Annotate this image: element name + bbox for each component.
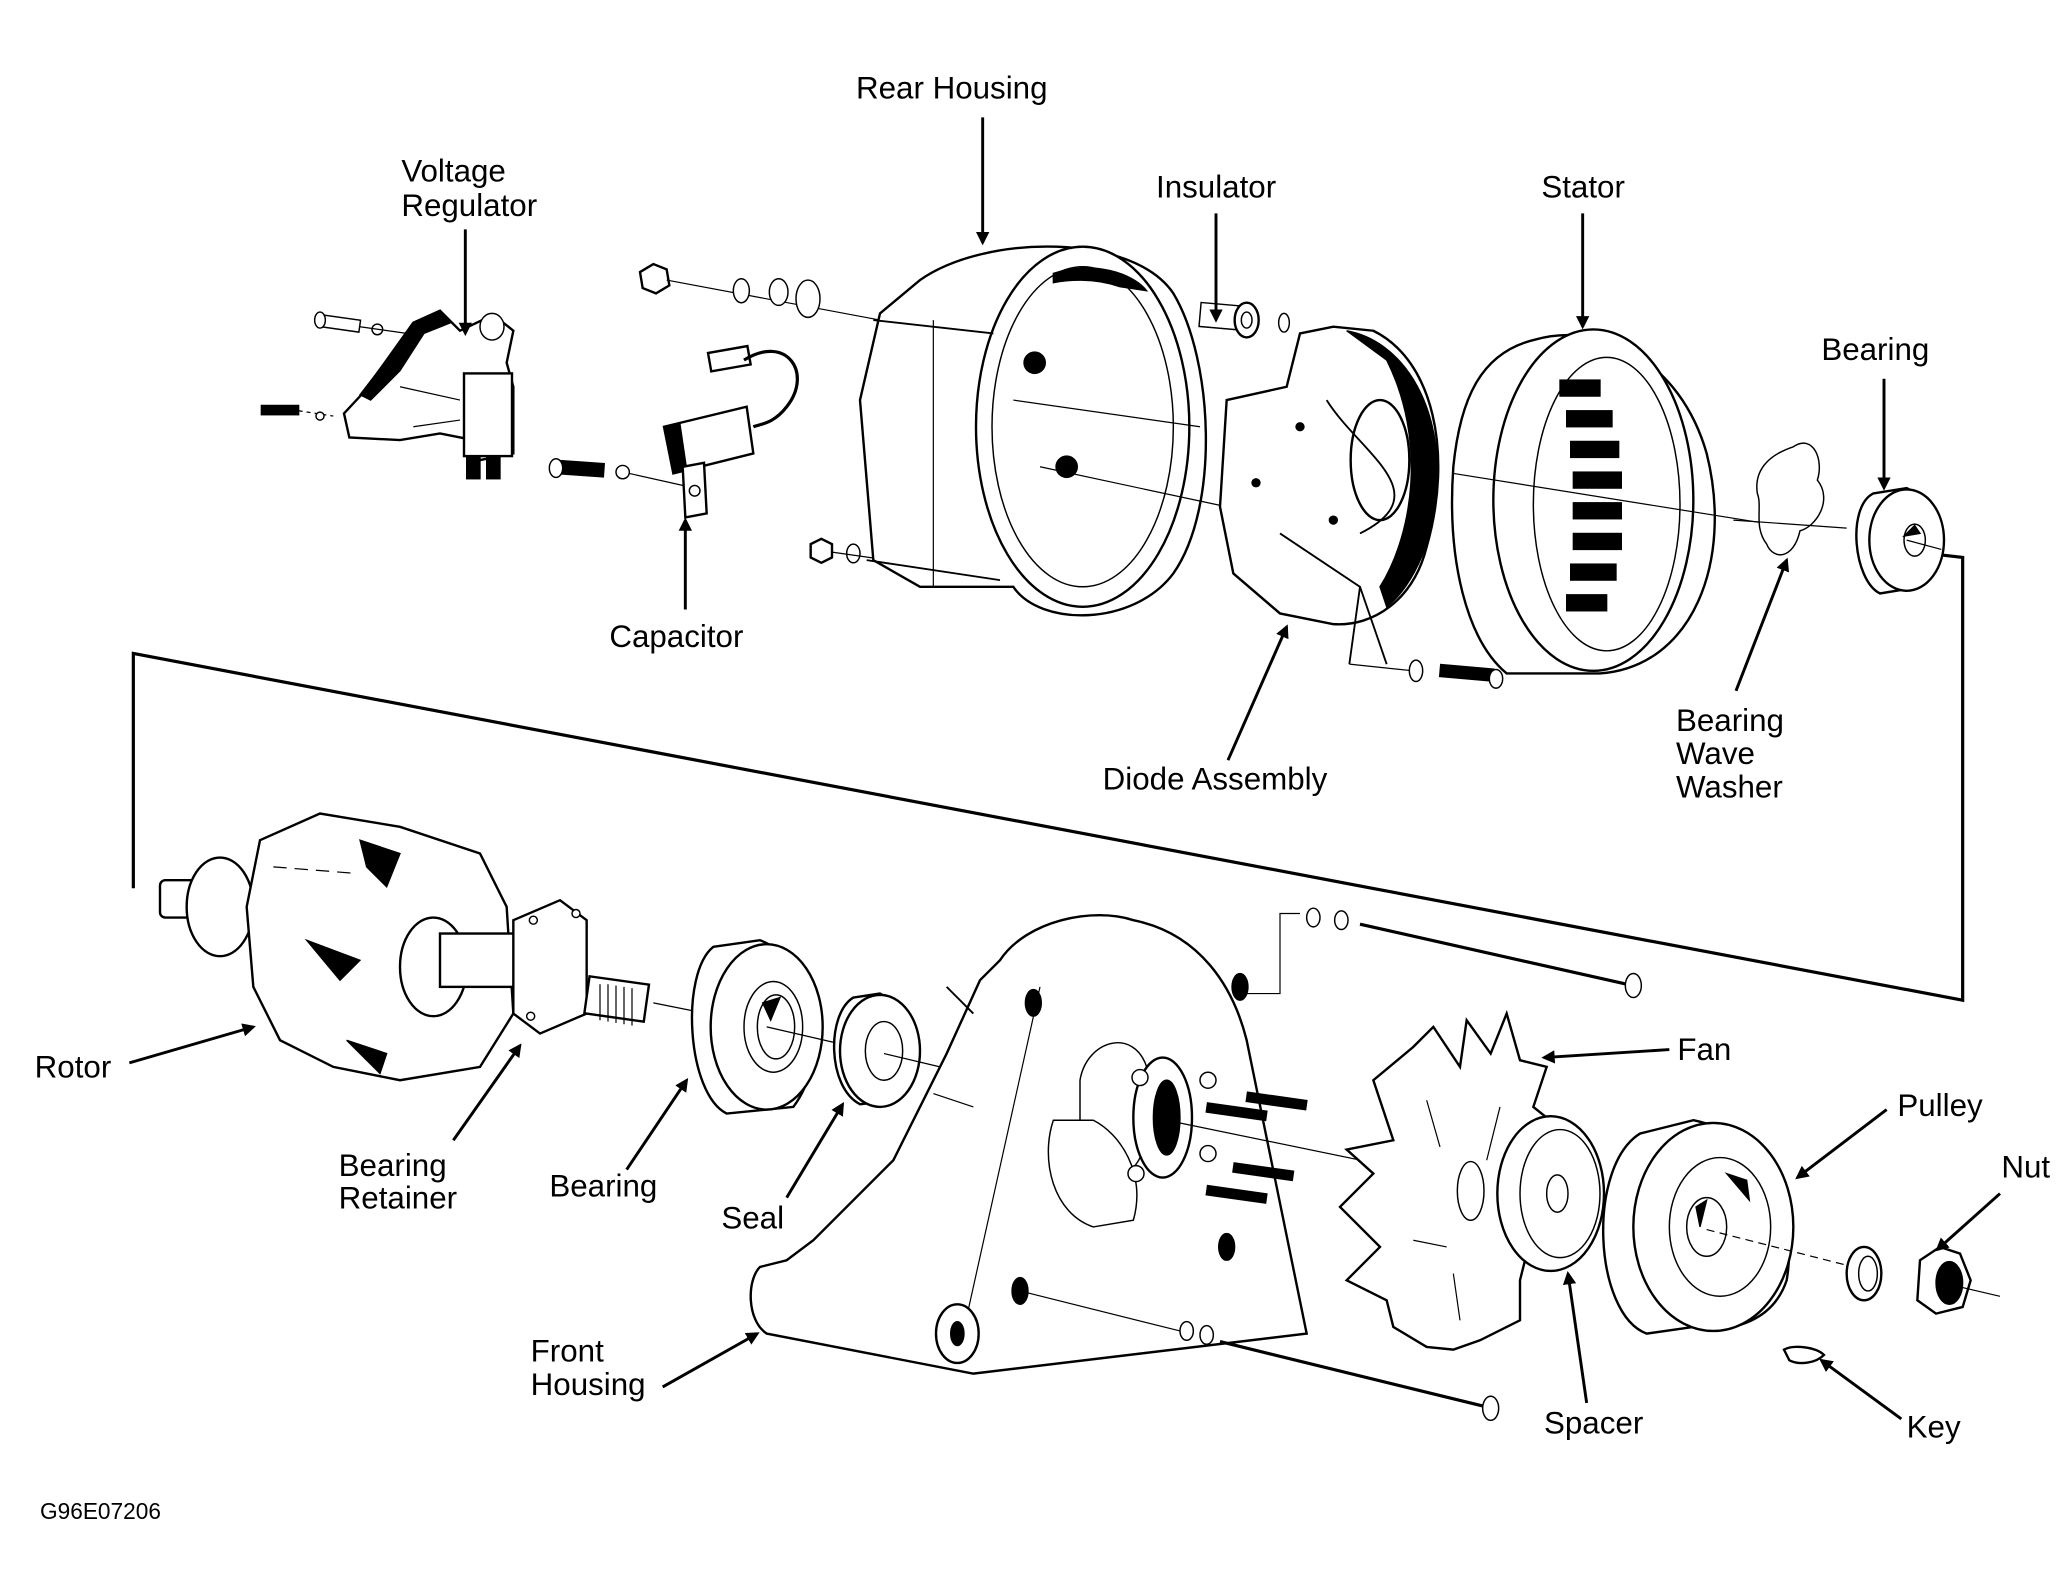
rear-housing-nut-washers-top (638, 262, 881, 321)
label-key: Key (1907, 1410, 1961, 1445)
label-voltage-regulator-line1: Voltage (401, 153, 506, 188)
pulley-part (1601, 1119, 1854, 1335)
arrow-nut (1935, 1192, 2001, 1252)
diode-screw (1408, 659, 1504, 689)
arrow-bearing-wave-washer (1734, 557, 1790, 692)
insulator-part (1198, 301, 1291, 339)
label-front-housing-line1: Front (531, 1334, 604, 1369)
label-seal: Seal (721, 1200, 784, 1235)
fan-part (1338, 1009, 1569, 1351)
arrow-front-housing (661, 1332, 760, 1389)
leader-arrows (128, 117, 2001, 1421)
arrow-pulley (1795, 1108, 1888, 1180)
label-capacitor: Capacitor (609, 619, 743, 654)
arrow-seal (785, 1101, 845, 1199)
spacer-part (1496, 1115, 1606, 1273)
label-bearing-wave-washer-line1: Bearing (1676, 703, 1784, 738)
assembly-bracket-line (131, 553, 1965, 1003)
capacitor-screw (548, 458, 707, 492)
regulator-screw-top (313, 311, 407, 336)
front-housing-part (749, 914, 1401, 1375)
label-rotor: Rotor (35, 1050, 112, 1085)
label-pulley: Pulley (1897, 1088, 1983, 1123)
label-front-housing-line2: Housing (531, 1367, 646, 1402)
lock-washer-part (1845, 1245, 1883, 1302)
seal-part (832, 992, 941, 1109)
label-nut: Nut (2001, 1150, 2050, 1185)
label-insulator: Insulator (1156, 169, 1276, 204)
stator-windings (1559, 379, 1622, 612)
arrow-key (1819, 1358, 1903, 1421)
label-stator: Stator (1541, 169, 1625, 204)
through-bolt-bottom (1019, 1290, 1500, 1422)
arrow-rotor (128, 1023, 256, 1065)
label-bearing-wave-washer-line3: Washer (1676, 769, 1783, 804)
diode-assembly-part (1218, 325, 1504, 689)
arrow-bearing-retainer (452, 1043, 522, 1142)
label-fan: Fan (1677, 1032, 1731, 1067)
label-bearing-retainer-line2: Retainer (339, 1180, 457, 1215)
label-voltage-regulator-line2: Regulator (401, 188, 537, 223)
stator-part (1450, 328, 1787, 675)
nut-part (1916, 1245, 2001, 1315)
regulator-screw-bottom (260, 404, 334, 421)
front-housing-screws (1205, 1091, 1308, 1204)
label-bearing-retainer-line1: Bearing (339, 1148, 447, 1183)
key-part (1782, 1345, 1826, 1365)
rotor-threads (599, 984, 633, 1026)
arrow-front-bearing (625, 1078, 689, 1171)
label-rear-bearing: Bearing (1821, 332, 1929, 367)
figure-code: G96E07206 (40, 1498, 161, 1524)
through-bolt-top (1246, 907, 1643, 999)
labels: Rear Housing Voltage Regulator Insulator… (35, 71, 2051, 1524)
rear-bearing-part (1855, 486, 1946, 595)
label-rear-housing: Rear Housing (856, 71, 1048, 106)
label-front-bearing: Bearing (549, 1168, 657, 1203)
voltage-regulator-part (260, 309, 515, 480)
capacitor-part (548, 344, 799, 519)
label-spacer: Spacer (1544, 1406, 1643, 1441)
rear-housing-nut-washers-bottom (809, 537, 907, 565)
label-diode-assembly: Diode Assembly (1103, 761, 1328, 796)
arrow-spacer (1562, 1270, 1589, 1404)
label-bearing-wave-washer-line2: Wave (1676, 736, 1755, 771)
rear-housing-part (638, 245, 1227, 617)
front-bearing-part (690, 938, 854, 1115)
arrow-diode-assembly (1226, 624, 1289, 761)
rotor-part (158, 812, 694, 1082)
bearing-wave-washer-part (1733, 442, 1847, 556)
arrow-fan (1541, 1048, 1670, 1064)
